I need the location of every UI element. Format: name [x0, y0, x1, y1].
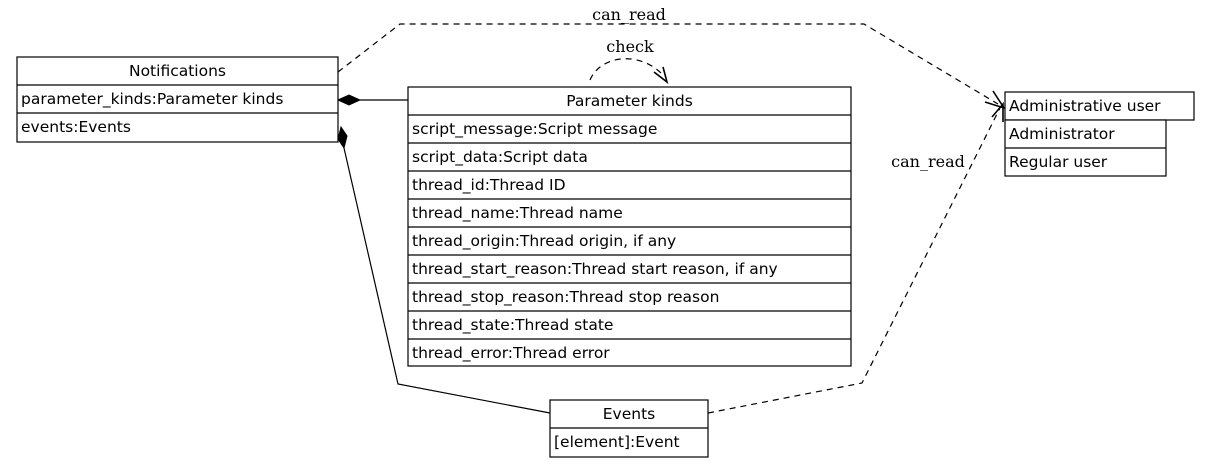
arrowhead-parameter-kinds-icon — [653, 66, 669, 85]
node-title-parameter-kinds: Parameter kinds — [566, 92, 693, 110]
field-script-message: script_message:Script message — [412, 120, 657, 139]
node-notifications-box — [16, 56, 339, 143]
node-events: Events [element]:Event — [549, 399, 709, 458]
node-administrative-user-title-box — [1004, 91, 1195, 121]
edge-notifications-parameter-kinds — [336, 94, 408, 106]
node-title-events: Events — [603, 405, 655, 423]
node-title-administrative-user: Administrative user — [1009, 97, 1161, 115]
field-element-event: [element]:Event — [554, 433, 680, 451]
edge-notifications-events — [337, 125, 551, 414]
edge-label-can-read-top: can_read — [592, 5, 666, 24]
field-regular-user: Regular user — [1009, 153, 1108, 171]
node-notifications: Notifications parameter_kinds:Parameter … — [16, 56, 339, 143]
node-parameter-kinds: Parameter kinds script_message:Script me… — [407, 86, 852, 367]
arrowhead-administrative-user-icon — [984, 90, 1006, 110]
field-events: events:Events — [21, 118, 131, 136]
field-administrator: Administrator — [1009, 125, 1115, 143]
composition-diamond-parameter-kinds-icon — [336, 94, 362, 106]
field-parameter-kinds: parameter_kinds:Parameter kinds — [21, 90, 283, 109]
edge-parameter-kinds-check: check — [589, 37, 669, 85]
field-thread-stop-reason: thread_stop_reason:Thread stop reason — [412, 288, 719, 307]
field-thread-id: thread_id:Thread ID — [412, 176, 566, 195]
edge-notifications-can-read: can_read — [337, 5, 1006, 110]
edge-parameter-kinds-check-line — [589, 58, 663, 81]
edge-composition-events-line — [343, 147, 551, 414]
field-script-data: script_data:Script data — [412, 148, 588, 167]
edge-events-can-read: can_read — [707, 101, 1004, 414]
node-administrative-user: Administrative user Administrator Regula… — [1004, 91, 1195, 177]
composition-diamond-events-icon — [337, 125, 348, 150]
edge-label-check: check — [606, 37, 654, 56]
field-thread-name: thread_name:Thread name — [412, 204, 623, 223]
edge-events-can-read-line — [707, 107, 1001, 414]
field-thread-state: thread_state:Thread state — [412, 316, 613, 335]
edge-notifications-can-read-line — [337, 23, 999, 105]
field-thread-error: thread_error:Thread error — [412, 344, 610, 363]
field-thread-origin: thread_origin:Thread origin, if any — [412, 232, 676, 251]
node-title-notifications: Notifications — [129, 62, 226, 80]
arrowhead-administrative-user-2-icon — [991, 101, 1004, 122]
field-thread-start-reason: thread_start_reason:Thread start reason,… — [412, 260, 778, 279]
edge-label-can-read-right: can_read — [891, 152, 965, 171]
